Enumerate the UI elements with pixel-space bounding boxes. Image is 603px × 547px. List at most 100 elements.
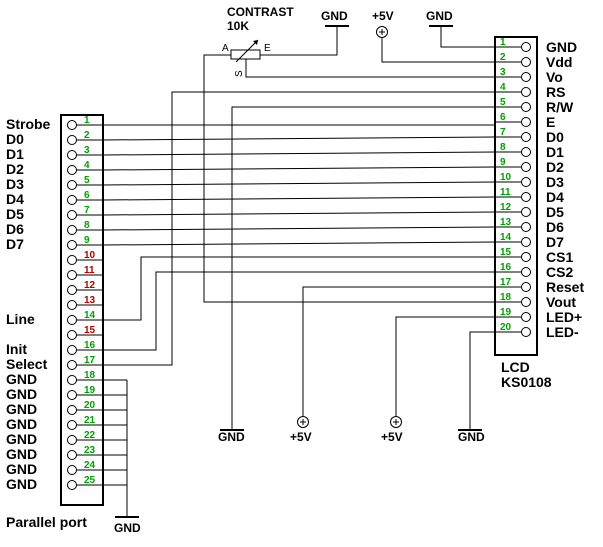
lcd-label-d7: D7 — [546, 234, 564, 250]
lcd-pin-13-number: 13 — [500, 217, 512, 228]
lcd-label-d6: D6 — [546, 219, 564, 235]
parallel-port-body — [60, 114, 104, 506]
lcd-pin-8-circle — [521, 147, 531, 157]
pp-pin-1-number: 1 — [84, 115, 90, 126]
pp-label-select: Select — [6, 356, 48, 372]
plus5v-bottom-1-label: +5V — [290, 430, 312, 444]
pp-pin-3-number: 3 — [84, 145, 90, 156]
lcd-pin-18-number: 18 — [500, 292, 512, 303]
lcd-label-d3: D3 — [546, 174, 564, 190]
lcd-pin-3-circle — [521, 72, 531, 82]
pp-pin-2-circle — [67, 135, 77, 145]
pp-pin-13-circle — [67, 300, 77, 310]
lcd-label-gnd: GND — [546, 39, 577, 55]
pp-pin-21-number: 21 — [84, 415, 96, 426]
pp-pin-12-circle — [67, 285, 77, 295]
potentiometer-arrow-head — [253, 40, 258, 45]
potentiometer-arrow — [235, 39, 259, 63]
pp-pin-13-number: 13 — [84, 295, 96, 306]
lcd-model: KS0108 — [501, 374, 552, 390]
pp-pin-18-circle — [67, 375, 77, 385]
pp-label-gnd-21: GND — [6, 416, 37, 432]
pp-pin-10-number: 10 — [84, 250, 96, 261]
pp-pin-15-circle — [67, 330, 77, 340]
pp-pin-19-number: 19 — [84, 385, 96, 396]
pp-pin-22-number: 22 — [84, 430, 96, 441]
lcd-connector-body — [494, 36, 538, 356]
wire-select-rs — [103, 91, 495, 366]
lcd-label-rs: RS — [546, 84, 565, 100]
lcd-pin-2-circle — [521, 57, 531, 67]
pp-label-d2: D2 — [6, 161, 24, 177]
pp-pin-20-number: 20 — [84, 400, 96, 411]
plus5v-top-label: +5V — [372, 9, 394, 23]
contrast-potentiometer — [230, 49, 261, 60]
wire-pot-gnd — [260, 26, 338, 56]
lcd-label-led+: LED+ — [546, 309, 582, 325]
wire-d0 — [102, 136, 496, 141]
wire-lcd-vdd — [381, 38, 495, 63]
lcd-pin-9-circle — [521, 162, 531, 172]
pp-label-d0: D0 — [6, 131, 24, 147]
wire-d3 — [102, 181, 496, 186]
pp-pin-6-circle — [67, 195, 77, 205]
lcd-pin-18-circle — [521, 297, 531, 307]
pp-pin-2-number: 2 — [84, 130, 90, 141]
lcd-pin-4-circle — [521, 87, 531, 97]
pp-pin-9-circle — [67, 240, 77, 250]
lcd-pin-10-circle — [521, 177, 531, 187]
lcd-label-reset: Reset — [546, 279, 584, 295]
pp-label-gnd-25: GND — [6, 476, 37, 492]
lcd-label-vout: Vout — [546, 294, 576, 310]
lcd-signal-labels: GNDVddVoRSR/WED0D1D2D3D4D5D6D7CS1CS2Rese… — [546, 39, 584, 340]
wire-reset-5v — [302, 286, 495, 416]
wires — [102, 26, 496, 517]
pp-label-gnd-23: GND — [6, 446, 37, 462]
pp-label-d1: D1 — [6, 146, 24, 162]
wire-rw-gnd — [231, 106, 495, 430]
contrast-value-label: 10K — [227, 19, 249, 33]
wire-d7 — [102, 241, 496, 246]
lcd-pin-6-number: 6 — [500, 112, 506, 123]
pp-pin-7-circle — [67, 210, 77, 220]
gnd-top-1-label: GND — [321, 9, 348, 23]
lcd-pin-17-number: 17 — [500, 277, 512, 288]
wire-ledm-gnd — [469, 331, 495, 430]
pp-pin-8-number: 8 — [84, 220, 90, 231]
pp-pin-18-number: 18 — [84, 370, 96, 381]
lcd-pin-20-circle — [521, 327, 531, 337]
pp-label-gnd-22: GND — [6, 431, 37, 447]
pp-pin-14-circle — [67, 315, 77, 325]
lcd-pin-15-circle — [521, 252, 531, 262]
pp-pin-8-circle — [67, 225, 77, 235]
pp-label-d7: D7 — [6, 236, 24, 252]
power-symbols — [115, 25, 482, 518]
lcd-title: LCD — [501, 359, 530, 375]
pp-label-gnd-19: GND — [6, 386, 37, 402]
lcd-label-vo: Vo — [546, 69, 563, 85]
plus5v-bottom-2-label: +5V — [381, 430, 403, 444]
pp-label-gnd-18: GND — [6, 371, 37, 387]
lcd-pin-2-number: 2 — [500, 52, 506, 63]
wire-line-cs1 — [103, 256, 495, 321]
lcd-label-d4: D4 — [546, 189, 564, 205]
pp-label-d4: D4 — [6, 191, 24, 207]
pp-pin-25-number: 25 — [84, 475, 96, 486]
pot-pin-e-label: E — [264, 43, 271, 54]
lcd-pin-14-number: 14 — [500, 232, 512, 243]
wire-d1 — [102, 151, 496, 156]
lcd-pin-12-number: 12 — [500, 202, 512, 213]
pp-pin-25-circle — [67, 480, 77, 490]
pp-pin-16-number: 16 — [84, 340, 96, 351]
pp-pin-7-number: 7 — [84, 205, 90, 216]
lcd-pin-19-circle — [521, 312, 531, 322]
pp-pin-11-circle — [67, 270, 77, 280]
pp-label-gnd-20: GND — [6, 401, 37, 417]
pp-pin-20-circle — [67, 405, 77, 415]
lcd-pin-1-circle — [521, 42, 531, 52]
pp-label-strobe: Strobe — [6, 116, 51, 132]
lcd-pin-6-circle — [521, 117, 531, 127]
